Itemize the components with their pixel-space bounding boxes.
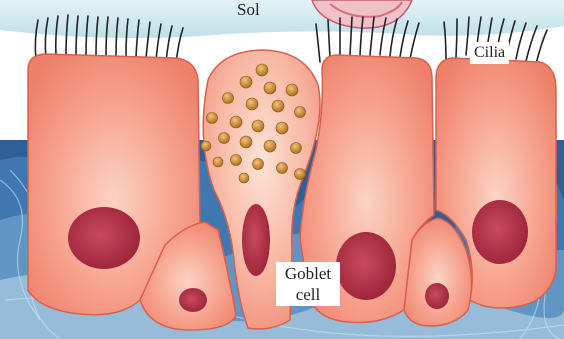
- cilia-label: Cilia: [470, 42, 509, 64]
- nucleus-left: [68, 207, 140, 269]
- nucleus-middle: [336, 232, 396, 300]
- nucleus-goblet: [242, 204, 270, 276]
- goblet-cell-label-line2: cell: [278, 284, 338, 305]
- goblet-cell-label: Goblet cell: [276, 262, 340, 306]
- nucleus-basal-right: [425, 283, 449, 309]
- goblet-cell-label-line1: Goblet: [278, 263, 338, 284]
- nucleus-right: [472, 200, 528, 264]
- sol-label: Sol: [234, 0, 263, 20]
- nucleus-basal-left: [179, 288, 207, 312]
